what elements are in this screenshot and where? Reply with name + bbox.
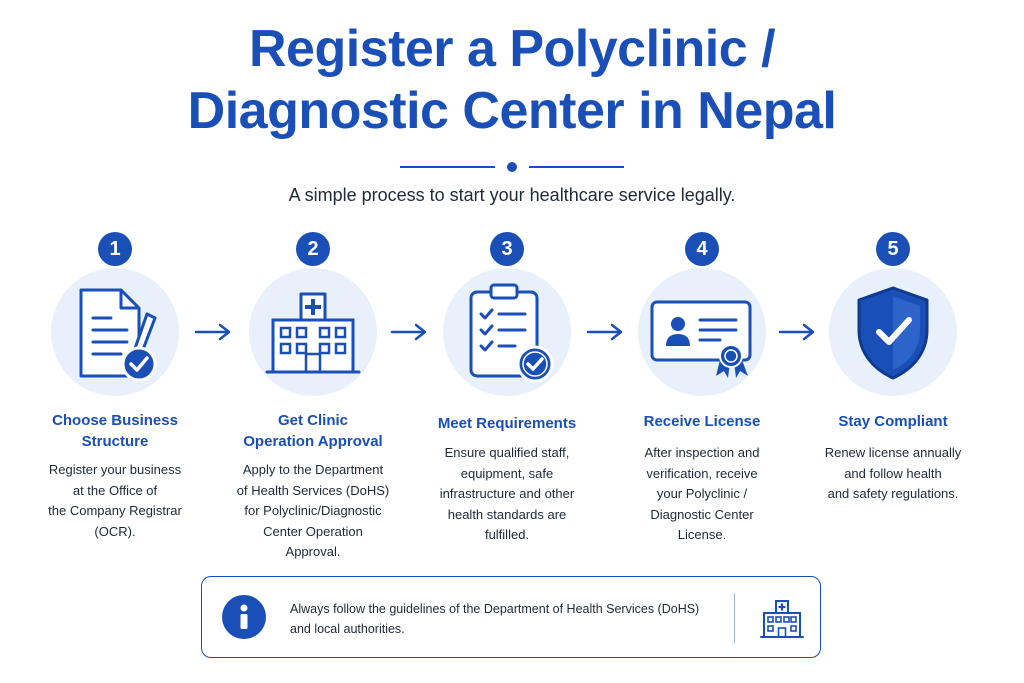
- step-description: After inspection and verification, recei…: [644, 445, 760, 542]
- arrow-right-icon: [778, 323, 815, 341]
- step-title: Get Clinic Operation Approval: [243, 412, 383, 450]
- title-line-2: Diagnostic Center in Nepal: [187, 82, 837, 140]
- step-icon-circle: [829, 268, 957, 396]
- step-title: Receive License: [643, 413, 761, 430]
- step-number-badge: 1: [98, 232, 132, 266]
- step-icon-circle: [638, 268, 766, 396]
- step-description: Ensure qualified staff, equipment, safe …: [439, 445, 575, 542]
- step-icon-circle: [51, 268, 179, 396]
- step-number-badge: 5: [876, 232, 910, 266]
- note-text: Always follow the guidelines of the Depa…: [290, 602, 700, 636]
- clipboard-checklist-icon: [469, 283, 554, 383]
- info-note-box: Always follow the guidelines of the Depa…: [201, 576, 821, 658]
- arrow-right-icon: [194, 323, 231, 341]
- step-number-badge: 2: [296, 232, 330, 266]
- step-icon-circle: [443, 268, 571, 396]
- page-title: Register a Polyclinic / Diagnostic Cente…: [0, 18, 1024, 142]
- step-description: Renew license annually and follow health…: [824, 445, 962, 501]
- hospital-building-icon: [265, 292, 361, 374]
- license-card-icon: [650, 300, 752, 378]
- shield-check-icon: [857, 286, 929, 380]
- step-title: Meet Requirements: [437, 415, 577, 432]
- info-icon: [222, 595, 266, 639]
- step-description: Register your business at the Office of …: [48, 462, 182, 539]
- title-line-1: Register a Polyclinic /: [248, 20, 776, 78]
- step-description: Apply to the Department of Health Servic…: [236, 462, 390, 559]
- step-title: Stay Compliant: [838, 413, 948, 430]
- title-divider: [400, 162, 624, 172]
- step-number-badge: 4: [685, 232, 719, 266]
- arrow-right-icon: [390, 323, 427, 341]
- document-pen-check-icon: [79, 288, 157, 382]
- page-subtitle: A simple process to start your healthcar…: [288, 185, 736, 205]
- arrow-right-icon: [586, 323, 623, 341]
- step-number-badge: 3: [490, 232, 524, 266]
- note-divider: [734, 593, 735, 643]
- step-icon-circle: [249, 268, 377, 396]
- step-title: Choose Business Structure: [52, 412, 178, 450]
- hospital-icon: [760, 600, 804, 638]
